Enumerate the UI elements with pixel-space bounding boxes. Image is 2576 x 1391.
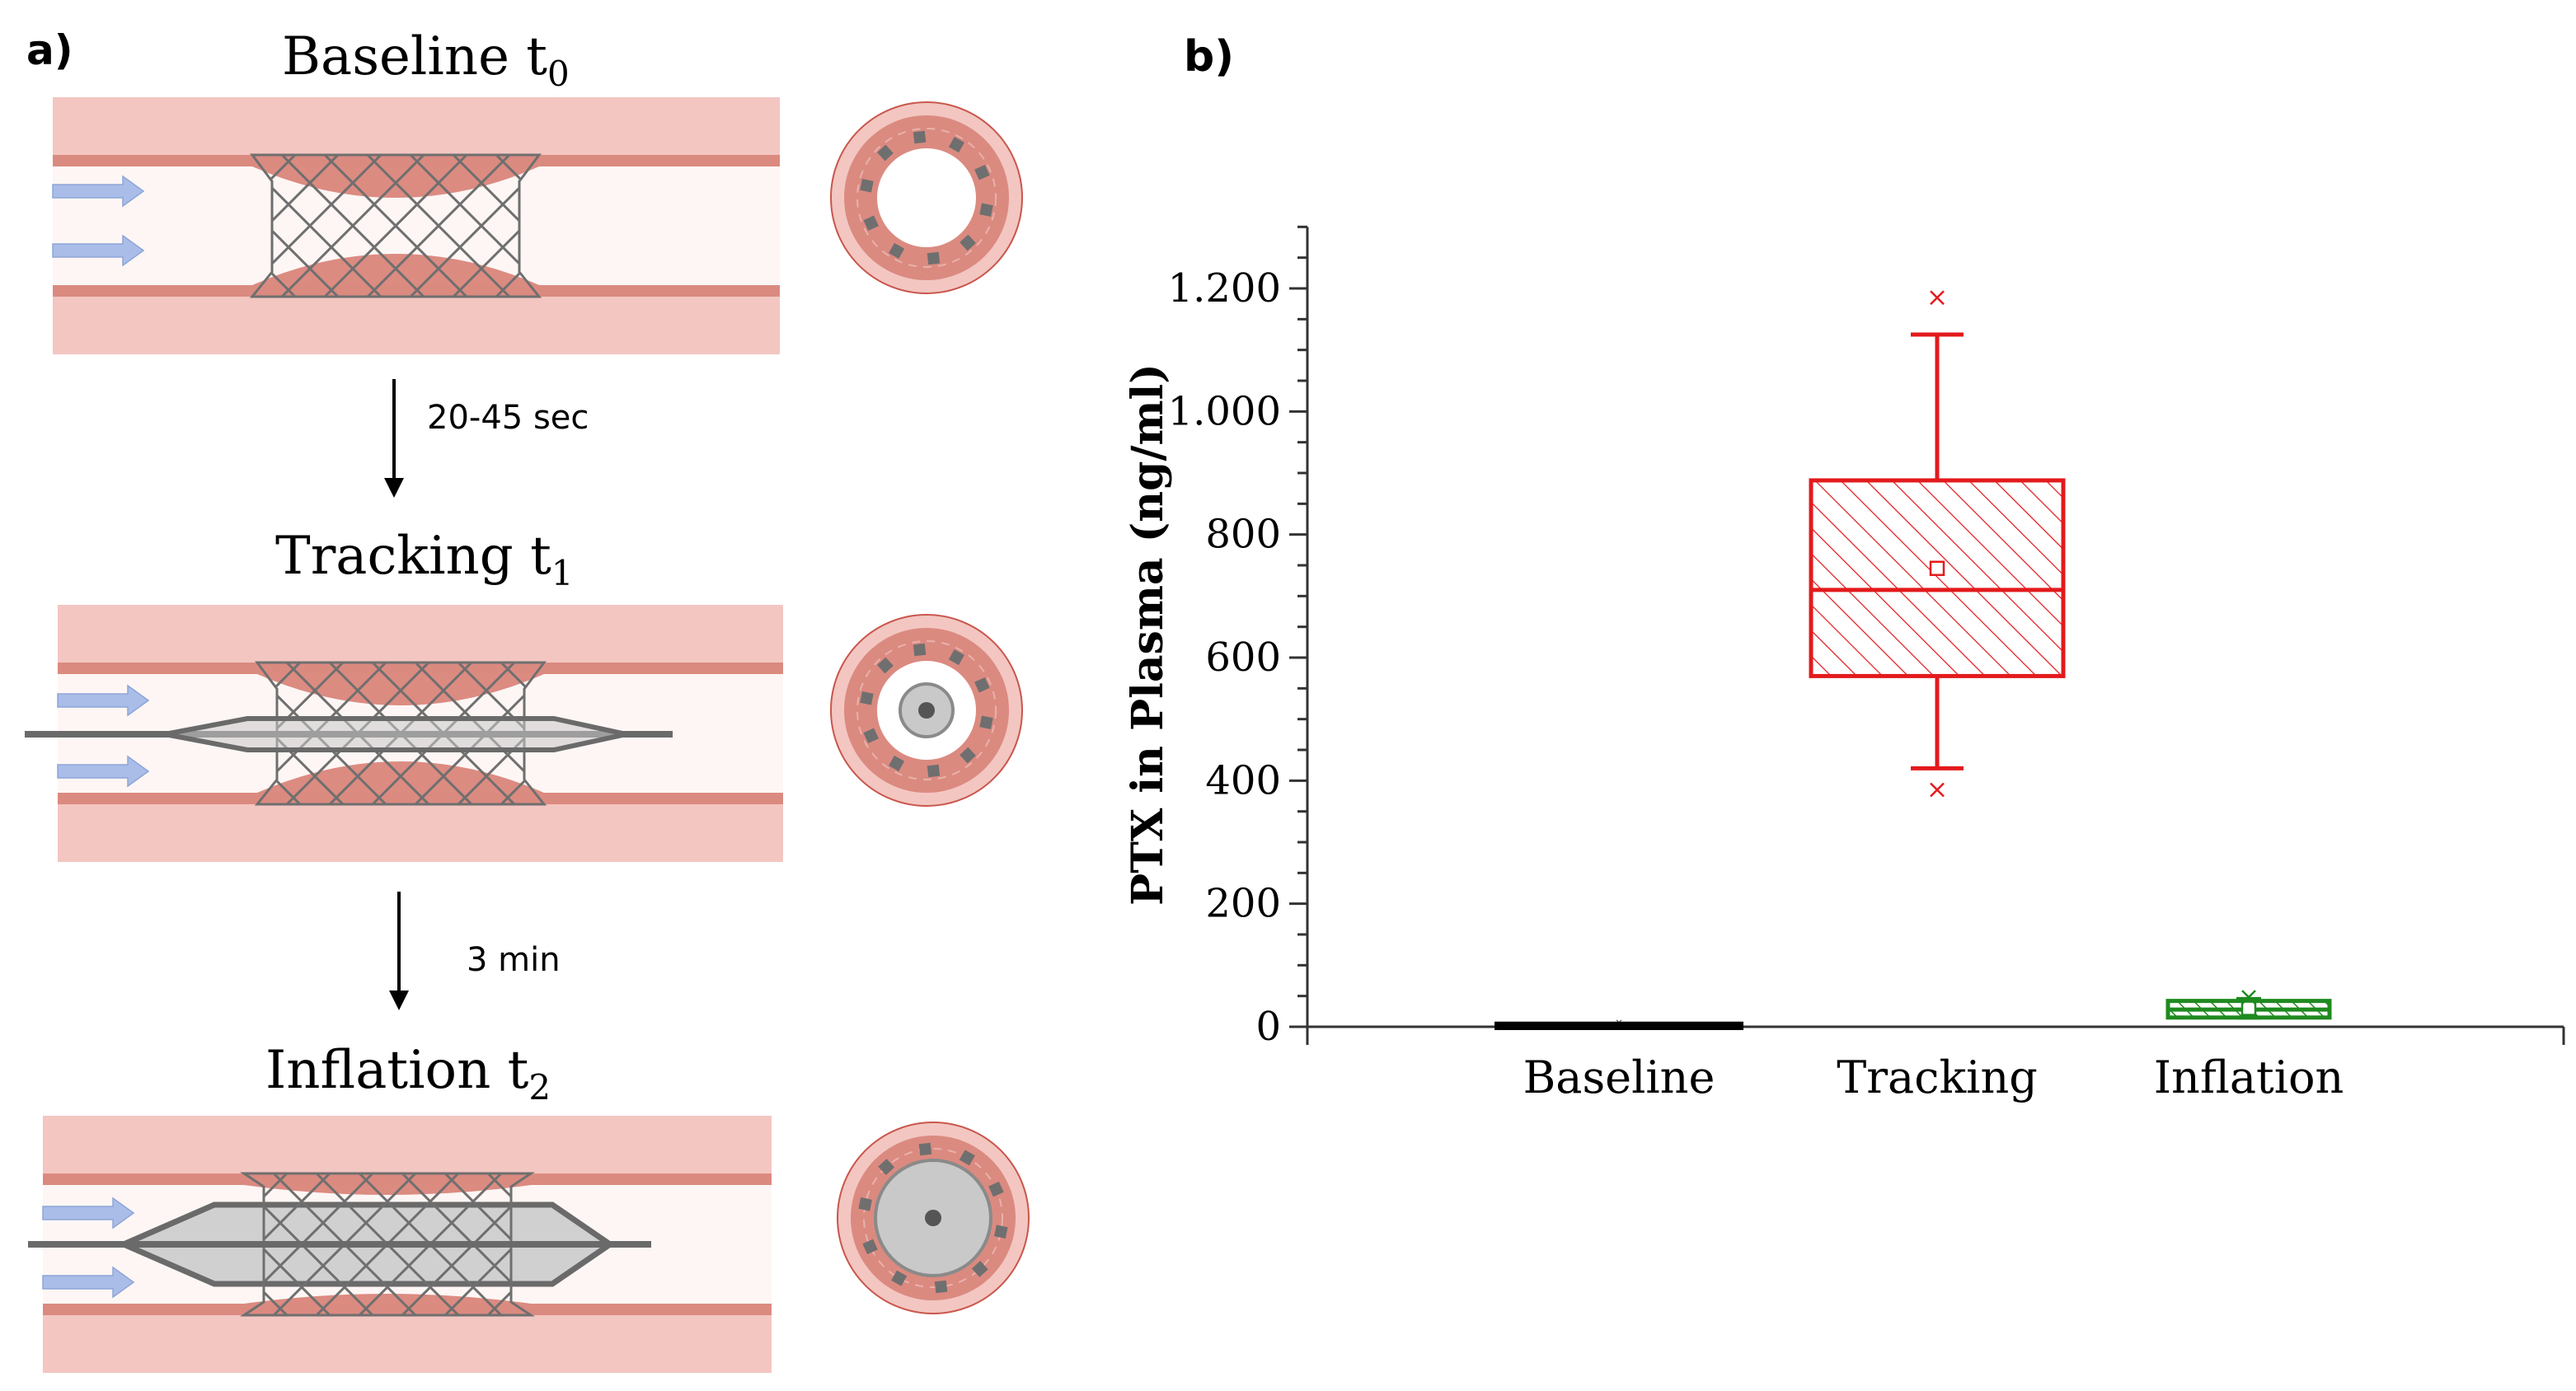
cross-strut [913,130,927,144]
cross-strut [918,1142,932,1156]
cross-strut [891,1270,908,1286]
flow-arrow [42,1197,135,1229]
vessel-wall-bottom [43,1315,772,1373]
stage-title-tracking: Tracking t1 [275,526,574,593]
cross-strut [974,164,990,180]
stent-strut [280,155,425,297]
cross-dash [856,640,997,780]
cross-strut [889,755,905,771]
mean-marker [2241,1000,2257,1016]
flow-arrow [52,175,145,208]
flow-arrow [57,755,150,788]
y-tick-label: 1.200 [1168,265,1281,311]
cross-strut [994,1225,1008,1239]
cross-dash [863,1148,1003,1288]
x-tick-label: Baseline [1523,1051,1715,1103]
cross-section-tracking [830,614,1023,807]
cross-strut [862,1239,878,1255]
vessel-wall-top [43,1116,772,1173]
panel-a: a) Baseline t0 Tracking t1 Inflation t2 … [25,26,1030,1373]
box-body [1494,1021,1743,1031]
cross-strut [927,251,941,265]
cross-strut [959,1150,975,1166]
cross-strut [971,1261,988,1277]
y-axis-label: PTX in Plasma (ng/ml) [1123,363,1173,906]
vessel-tracking [25,605,783,862]
panel-b-label: b) [1184,32,1234,82]
flow-arrow [42,1266,135,1299]
outlier-marker [1930,290,1945,306]
y-tick-label: 200 [1205,881,1281,927]
cross-strut [863,215,879,232]
vessel-wall-bottom [58,804,783,862]
stent-outline [249,153,542,298]
cross-section-inflation [837,1122,1030,1314]
box-body [1809,478,2066,678]
y-tick-label: 600 [1205,635,1281,681]
cross-wire [918,702,935,719]
cross-strut [860,691,874,705]
transition-label-1: 20-45 sec [427,399,589,437]
cross-strut [913,643,927,657]
deflated-balloon [164,716,627,752]
stent-strut [366,155,511,297]
cross-dash [856,128,997,268]
flow-arrow [57,684,150,717]
x-tick-label: Tracking [1837,1051,2038,1103]
stent-strut [323,155,468,297]
cross-section-baseline [830,101,1023,294]
transition-label-2: 3 min [467,941,561,979]
cross-strut [979,715,993,729]
cross-strut [934,1280,948,1294]
vessel-wall-bottom [53,297,780,354]
cross-strut [988,1181,1004,1197]
flow-arrow [52,234,145,267]
outlier-marker: × [1615,1016,1622,1030]
transition-arrow-1 [384,379,404,498]
vessel-wall-top [53,97,780,155]
y-tick-label: 400 [1205,757,1281,803]
cross-strut [878,1159,895,1175]
cross-strut [960,234,976,251]
stage-title-inflation: Inflation t2 [265,1040,551,1108]
outlier-marker [2241,990,2256,1005]
cross-strut [858,1197,872,1211]
outlier-marker [1930,782,1945,798]
box-tracking [1809,290,2066,798]
stage-title-baseline: Baseline t0 [282,26,570,94]
cross-strut [974,677,990,693]
cross-lumen [877,148,976,247]
cross-strut [960,747,976,764]
vessel-wall-top [58,605,783,663]
stent-outline [240,1172,535,1317]
mean-marker [1929,560,1945,576]
transition-arrow-2 [389,892,409,1010]
box-inflation [2165,990,2332,1020]
cross-strut [927,764,941,778]
chart-boxes: × [1494,290,2332,1031]
panel-b: b) PTX in Plasma (ng/ml) 0 200 400 600 800 1.… [1123,32,2565,1103]
cross-strut [889,242,905,259]
cross-strut [948,137,964,153]
y-tick-label: 0 [1255,1004,1281,1050]
vessel-baseline [52,97,780,354]
y-tick-label: 1.000 [1168,388,1281,434]
vessel-inflation [28,1116,772,1373]
cross-wire [925,1210,941,1226]
cross-strut [979,203,993,217]
cross-strut [877,657,894,674]
x-tick-label: Inflation [2154,1051,2344,1103]
cross-strut [948,649,964,666]
box-baseline: × [1494,1016,1743,1031]
y-tick-label: 800 [1205,512,1281,558]
cross-strut [863,728,879,744]
cross-strut [877,144,894,162]
panel-a-label: a) [26,26,73,74]
cross-strut [860,179,874,193]
